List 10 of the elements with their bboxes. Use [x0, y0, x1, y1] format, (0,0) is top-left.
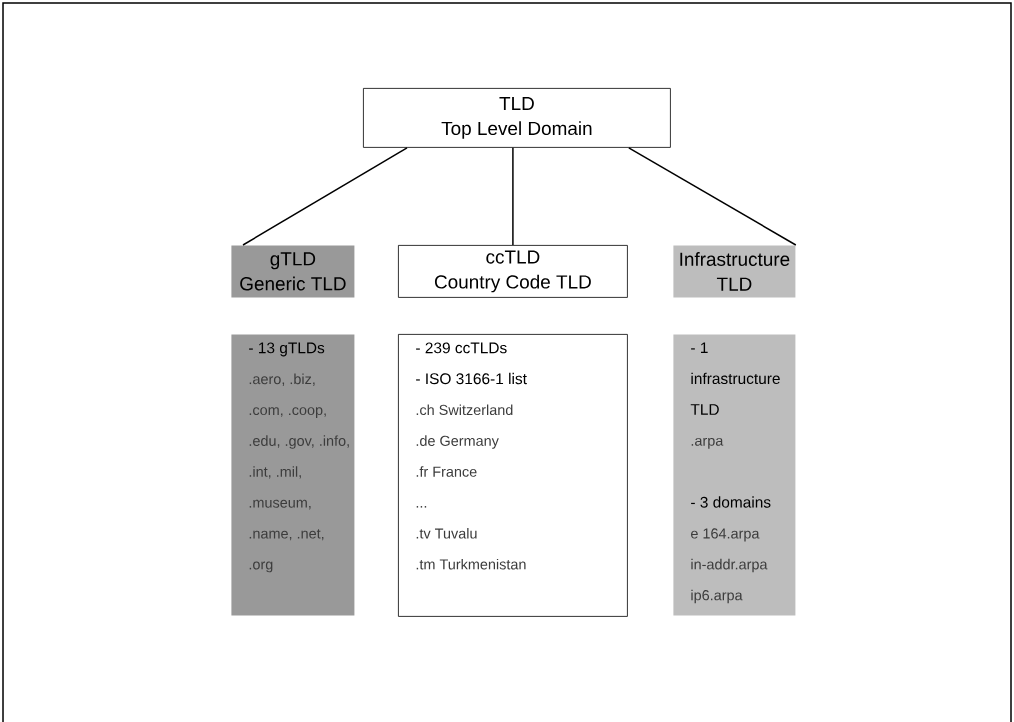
list-box: - 1 infrastructure TLD .arpa - 3 domains e 164.arpa in-addr.arpa ip6.arpa — [673, 334, 796, 616]
list-box: - 239 ccTLDs - ISO 3166-1 list .ch Switzerland .de Germany .fr France ... .tv Tuvalu .tm Turkmenistan — [398, 334, 628, 617]
category-box: gTLD Generic TLD — [231, 245, 355, 298]
connector-line — [242, 147, 408, 246]
category-box: Infrastructure TLD — [673, 245, 796, 298]
category-box: TLD Top Level Domain — [363, 88, 671, 148]
connector-line — [512, 147, 514, 246]
connector-line — [628, 147, 797, 246]
category-box: ccTLD Country Code TLD — [398, 245, 628, 298]
list-box: - 13 gTLDs .aero, .biz, .com, .coop, .edu, .gov, .info, .int, .mil, .museum, .name, .net, .org — [231, 334, 355, 616]
